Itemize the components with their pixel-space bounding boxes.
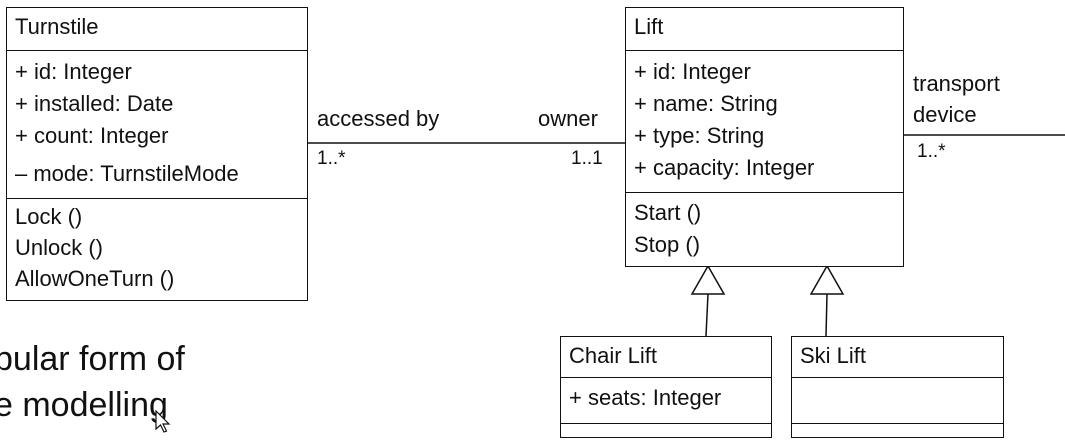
role-accessed-by: accessed by bbox=[317, 106, 440, 131]
operation: Unlock () bbox=[15, 235, 104, 260]
attribute: – mode: TurnstileMode bbox=[15, 161, 239, 186]
generalization-arrowhead-ski-lift bbox=[809, 264, 845, 295]
generalization-line-chair-lift bbox=[705, 293, 709, 337]
role-transport-device-line1: transport bbox=[913, 71, 1000, 96]
operation: Start () bbox=[634, 200, 702, 225]
class-name-turnstile: Turnstile bbox=[15, 14, 99, 39]
multiplicity-transport-device: 1..* bbox=[917, 141, 946, 162]
generalization-arrowhead-chair-lift bbox=[690, 264, 726, 295]
class-name-ski-lift: Ski Lift bbox=[800, 343, 867, 368]
operation: Lock () bbox=[15, 204, 83, 229]
attributes-section-lift: + id: Integer + name: String + type: Str… bbox=[626, 50, 903, 192]
generalization-line-ski-lift bbox=[825, 293, 828, 337]
class-name-lift: Lift bbox=[634, 14, 664, 39]
operations-section-chair-lift bbox=[561, 423, 771, 437]
operation: Stop () bbox=[634, 232, 701, 257]
attribute: + installed: Date bbox=[15, 91, 174, 116]
attributes-section-chair-lift: + seats: Integer bbox=[561, 377, 771, 423]
attribute: + id: Integer bbox=[15, 59, 132, 84]
operation: AllowOneTurn () bbox=[15, 266, 175, 291]
operations-section-ski-lift bbox=[792, 423, 1003, 437]
operations-section-lift: Start () Stop () bbox=[626, 192, 903, 261]
slide-text-line1: pular form of bbox=[0, 340, 185, 378]
attribute: + seats: Integer bbox=[569, 385, 722, 410]
operations-section-turnstile: Lock () Unlock () AllowOneTurn () bbox=[7, 198, 307, 294]
role-transport-device-line2: device bbox=[913, 102, 977, 127]
attribute: + id: Integer bbox=[634, 59, 751, 84]
multiplicity-turnstile: 1..* bbox=[317, 148, 346, 169]
slide-text-line2: e modelling bbox=[0, 386, 168, 424]
attributes-section-turnstile: + id: Integer + installed: Date + count:… bbox=[7, 50, 307, 198]
multiplicity-lift: 1..1 bbox=[571, 148, 603, 169]
role-owner: owner bbox=[538, 106, 598, 131]
class-name-chair-lift: Chair Lift bbox=[569, 343, 658, 368]
attribute: + capacity: Integer bbox=[634, 155, 815, 180]
class-lift[interactable]: Lift + id: Integer + name: String + type… bbox=[625, 7, 904, 267]
class-ski-lift[interactable]: Ski Lift bbox=[791, 336, 1004, 438]
attribute: + type: String bbox=[634, 123, 765, 148]
mouse-cursor-icon bbox=[155, 410, 171, 433]
attribute: + count: Integer bbox=[15, 123, 169, 148]
class-chair-lift[interactable]: Chair Lift + seats: Integer bbox=[560, 336, 772, 438]
attribute: + name: String bbox=[634, 91, 778, 116]
attributes-section-ski-lift bbox=[792, 377, 1003, 423]
class-turnstile[interactable]: Turnstile + id: Integer + installed: Dat… bbox=[6, 7, 308, 301]
